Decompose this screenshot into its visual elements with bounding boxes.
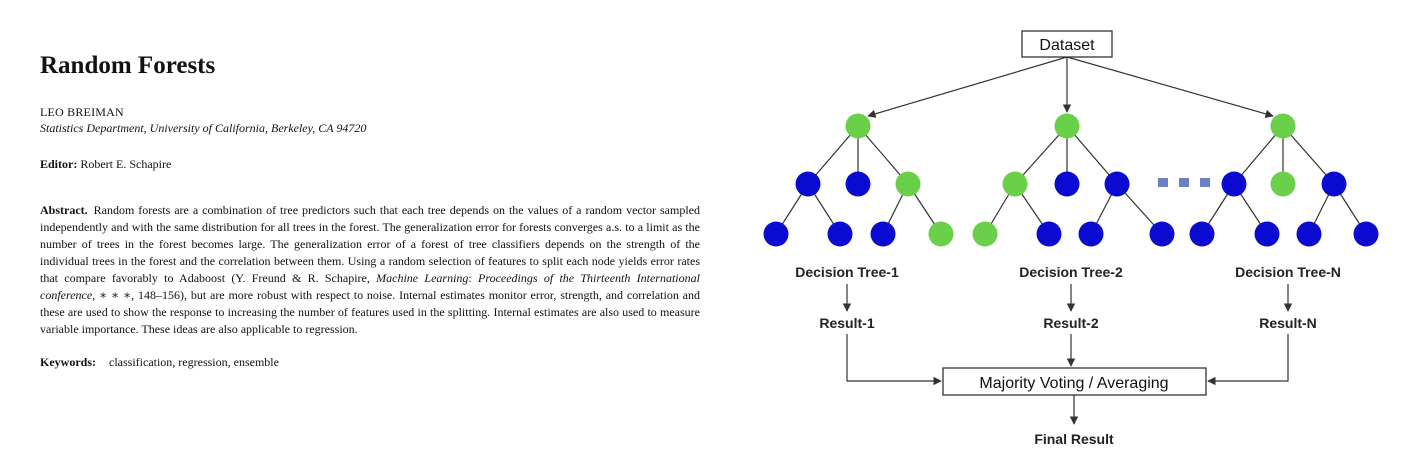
dataset-box	[1021, 30, 1113, 58]
keywords-line: Keywords: classification, regression, en…	[40, 354, 700, 370]
ellipsis-square	[1179, 178, 1189, 187]
tree-1-leaf-node	[928, 221, 954, 247]
paper-title: Random Forests	[40, 52, 216, 79]
paper-excerpt: Random Forests LEO BREIMAN Statistics De…	[40, 50, 700, 370]
abstract-proceedings: Proceedings of the Thirteenth Internatio…	[40, 271, 700, 302]
keywords-text: classification, regression, ensemble	[109, 355, 279, 369]
tree-2-leaf-node	[972, 221, 998, 247]
author-affiliation: Statistics Department, University of Cal…	[40, 121, 367, 135]
author-name: LEO BREIMAN	[40, 105, 124, 119]
tree-2-leaf-node	[1149, 221, 1175, 247]
ellipsis-square	[1158, 178, 1168, 187]
tree-1-leaf-node	[870, 221, 896, 247]
tree-2-leaf-node	[1036, 221, 1062, 247]
tree-1-root-node	[845, 113, 871, 139]
tree-2-root-node	[1054, 113, 1080, 139]
result-1-label: Result-1	[819, 315, 874, 331]
ellipsis-square	[1200, 178, 1210, 187]
tree-1-edge	[857, 125, 909, 185]
dataset-to-tree-1-arrow	[867, 56, 1068, 118]
tree-n-label: Decision Tree-N	[1235, 264, 1341, 280]
tree-1-node	[795, 171, 821, 197]
abstract-text-3: , ∗ ∗ ∗, 148–156), but are more robust w…	[40, 288, 700, 336]
tree-3-edge	[1282, 125, 1335, 185]
tree-3-leaf-node	[1254, 221, 1280, 247]
tree-3-edge	[1233, 125, 1284, 185]
random-forest-svg: Dataset Decision Tree-1 Decision Tree-2 …	[763, 30, 1379, 447]
result-n-label: Result-N	[1259, 315, 1317, 331]
tree-3-node	[1221, 171, 1247, 197]
tree-3-root-node	[1270, 113, 1296, 139]
voting-box	[942, 367, 1207, 396]
voting-label: Majority Voting / Averaging	[979, 375, 1168, 392]
result-2-label: Result-2	[1043, 315, 1098, 331]
abstract-label: Abstract.	[40, 203, 88, 217]
editor-label: Editor:	[40, 157, 78, 171]
editor-line: Editor: Robert E. Schapire	[40, 156, 700, 172]
tree-3-leaf-node	[1353, 221, 1379, 247]
result-1-to-voting-arrow	[846, 334, 942, 386]
tree-3-leaf-node	[1296, 221, 1322, 247]
tree-2-node	[1104, 171, 1130, 197]
tree-2-edge	[1014, 125, 1068, 185]
tree-2-leaf-node	[1078, 221, 1104, 247]
tree-1-node	[895, 171, 921, 197]
tree-2-node	[1002, 171, 1028, 197]
tree-2-label: Decision Tree-2	[1019, 264, 1123, 280]
random-forest-diagram: Dataset Decision Tree-1 Decision Tree-2 …	[740, 0, 1428, 470]
result-n-to-voting-arrow	[1207, 334, 1289, 386]
tree-1-leaf-node	[763, 221, 789, 247]
abstract-text-1: Random forests are a combination of tree…	[40, 203, 700, 285]
tree-nodes	[763, 113, 1379, 247]
tree-1-leaf-node	[827, 221, 853, 247]
editor-name: Robert E. Schapire	[80, 157, 172, 171]
tree-1-label: Decision Tree-1	[795, 264, 899, 280]
tree-3-node	[1270, 171, 1296, 197]
tree-1-node	[845, 171, 871, 197]
final-result-label: Final Result	[1034, 431, 1114, 447]
abstract: Abstract.Random forests are a combinatio…	[40, 202, 700, 338]
dataset-label: Dataset	[1039, 37, 1095, 54]
abstract-text-2: :	[468, 271, 479, 285]
tree-3-leaf-node	[1189, 221, 1215, 247]
tree-2-edge	[1066, 125, 1118, 185]
abstract-journal: Machine Learning	[376, 271, 469, 285]
dataset-to-tree-n-arrow	[1066, 56, 1274, 118]
tree-2-node	[1054, 171, 1080, 197]
tree-1-edge	[807, 125, 859, 185]
tree-3-node	[1321, 171, 1347, 197]
keywords-label: Keywords:	[40, 355, 96, 369]
